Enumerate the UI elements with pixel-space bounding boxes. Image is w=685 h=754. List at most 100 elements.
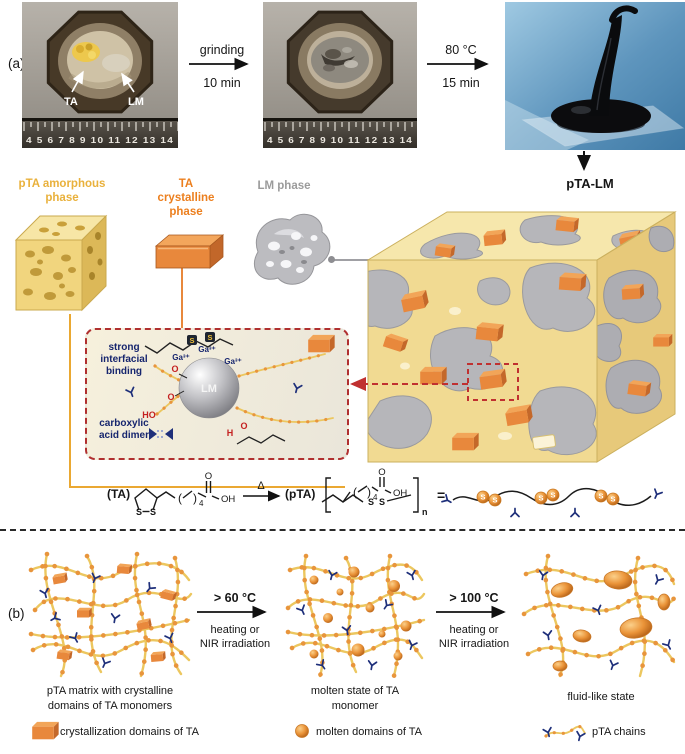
ta-powder	[72, 42, 100, 62]
ruler-numbers: 4 5 6 7 8 9 10 11 12 13 14	[267, 135, 413, 145]
svg-text:S: S	[207, 333, 212, 342]
svg-text:S: S	[480, 493, 485, 502]
svg-text:4: 4	[373, 493, 378, 502]
heat-symbol: Δ	[257, 480, 265, 492]
svg-text:S: S	[379, 497, 385, 507]
lm-phase-blob	[253, 213, 331, 285]
molten-domains	[309, 566, 412, 661]
step-60c: > 60 °C heating or NIR irradiation	[192, 590, 278, 651]
interface-sketch: S S LM Ga³⁺ Ga³⁺ Ga³⁺ O O HO O H	[125, 332, 335, 445]
ruler: 4 5 6 7 8 9 10 11 12 13 14	[22, 118, 178, 148]
lm-phase-label: LM phase	[257, 180, 311, 192]
connector-ta-to-inset	[181, 268, 183, 330]
lm-pores	[266, 232, 318, 273]
dimer-mark-icon	[650, 488, 663, 501]
mortar	[286, 10, 394, 114]
pta-amorphous-cube	[14, 214, 108, 312]
pta-chain-icon	[542, 725, 587, 743]
lm-pointer-arrow	[121, 72, 135, 93]
lm-droplet	[102, 54, 130, 72]
connector-lm-to-cube	[332, 259, 372, 261]
legend-molten-label: molten domains of TA	[316, 726, 422, 738]
legend-chains-label: pTA chains	[592, 726, 646, 738]
pta-lm-label: pTA-LM	[566, 176, 614, 191]
right-arrow-icon	[197, 605, 267, 619]
ta-tag: (TA)	[107, 487, 130, 501]
right-arrow-icon	[436, 605, 506, 619]
step-100c: > 100 °C heating or NIR irradiation	[430, 590, 518, 651]
connector-lm-dot	[328, 256, 335, 263]
ta-structure	[134, 481, 220, 513]
ta-label: TA	[64, 96, 78, 108]
pta-chains	[28, 551, 194, 679]
network-crystalline	[28, 551, 194, 679]
svg-text:S: S	[492, 496, 497, 505]
pores-side	[87, 232, 103, 280]
zoom-dashed-arrow	[350, 377, 468, 391]
legend-crystal-label: crystallization domains of TA	[60, 726, 199, 738]
svg-text:O: O	[240, 421, 247, 431]
ruler-numbers: 4 5 6 7 8 9 10 11 12 13 14	[26, 135, 174, 145]
step-60c-temp: > 60 °C	[213, 591, 257, 605]
svg-text:Ga³⁺: Ga³⁺	[198, 345, 216, 354]
svg-text:S: S	[189, 336, 194, 345]
alkyl-zigzag	[236, 434, 286, 445]
interface-inset: S S LM Ga³⁺ Ga³⁺ Ga³⁺ O O HO O H	[85, 328, 349, 460]
cube-right-face	[597, 225, 675, 414]
pta-tag: (pTA)	[285, 487, 315, 501]
svg-text:S: S	[136, 507, 142, 517]
svg-text:S: S	[610, 495, 615, 504]
photo-mortar-after-grinding: 4 5 6 7 8 9 10 11 12 13 14	[263, 2, 417, 148]
panel-divider	[0, 529, 685, 531]
svg-text:S: S	[368, 497, 374, 507]
svg-text:Ga³⁺: Ga³⁺	[224, 357, 242, 366]
svg-text:S: S	[538, 494, 543, 503]
oxygen-labels: O O HO O H	[142, 364, 247, 438]
dimer-mark-icon	[125, 386, 138, 399]
svg-text:(: (	[178, 491, 182, 505]
molten-domains-large	[550, 570, 671, 672]
svg-text:4: 4	[199, 499, 204, 508]
photo-pta-lm-stretch	[505, 2, 685, 150]
ground-mixture	[311, 37, 369, 83]
caption-fluid-state: fluid-like state	[567, 691, 635, 703]
lm-crevices	[279, 246, 307, 264]
ta-crystalline-block	[154, 234, 225, 269]
cube-front-face	[368, 262, 597, 456]
gallium-ion-labels: Ga³⁺ Ga³⁺ Ga³⁺	[172, 345, 242, 366]
ta-pointer-arrow	[71, 70, 84, 93]
network-fluid	[521, 553, 677, 679]
step-heating: 80 °C 15 min	[421, 42, 501, 91]
panel-a-tag: (a)	[8, 56, 25, 71]
svg-text:H: H	[227, 428, 234, 438]
step-heating-time: 15 min	[442, 75, 480, 90]
svg-text:OH: OH	[393, 488, 407, 499]
pta-lm-composite-cube	[366, 211, 677, 463]
alkyl-zigzag	[144, 338, 234, 354]
right-arrow-icon	[189, 57, 249, 71]
lm-sphere-label: LM	[201, 383, 217, 395]
step-heating-temp: 80 °C	[445, 43, 477, 57]
dimer-mark-icon	[570, 507, 580, 518]
svg-text:O: O	[378, 467, 385, 478]
svg-text:HO: HO	[142, 410, 156, 420]
pores	[23, 246, 76, 300]
equals-sign: =	[437, 487, 445, 503]
svg-text:OH: OH	[221, 494, 235, 505]
step-grinding: grinding 10 min	[183, 42, 261, 91]
dimer-mark-icon	[291, 382, 303, 395]
inset-chains	[153, 352, 335, 424]
panel-b-tag: (b)	[8, 606, 25, 621]
lm-label: LM	[128, 96, 144, 108]
down-arrow-icon	[577, 151, 591, 171]
step-100c-temp: > 100 °C	[449, 591, 499, 605]
svg-text:O: O	[167, 392, 174, 402]
